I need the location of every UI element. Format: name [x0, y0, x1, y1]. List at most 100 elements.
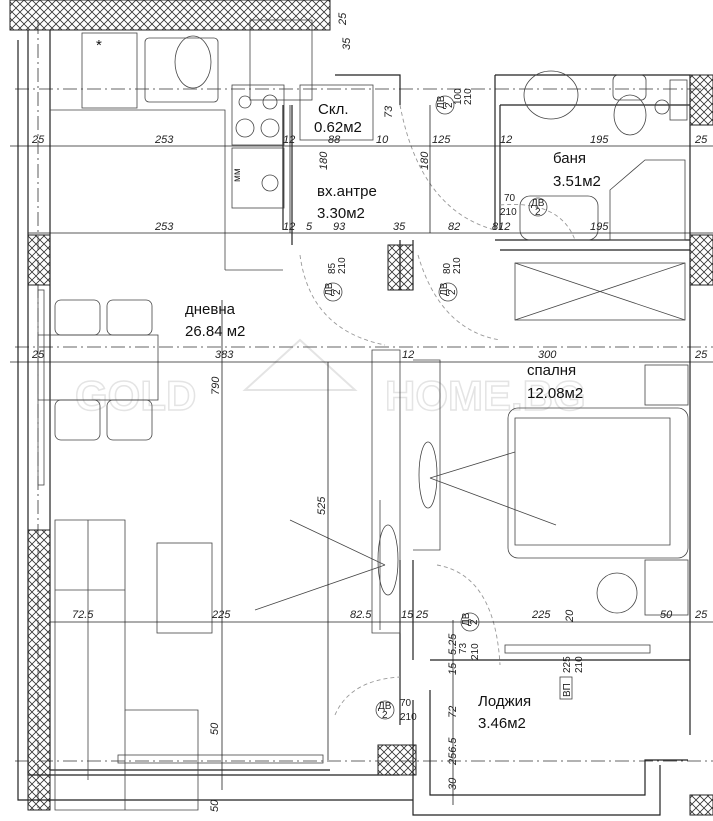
bathroom-fixtures: [519, 70, 688, 241]
dim-label: 50: [209, 799, 221, 812]
desk: [413, 359, 441, 551]
dim-label: 20: [564, 609, 576, 623]
window-living: [117, 754, 324, 764]
toilet: [613, 94, 647, 136]
svg-text:210: 210: [470, 643, 481, 660]
dim-label: 30: [447, 777, 459, 790]
dim-label: 72: [447, 706, 459, 718]
wardrobe: [514, 262, 686, 321]
washer-label: мм: [232, 168, 243, 182]
dim-label: 73: [383, 105, 395, 118]
chair: [596, 572, 638, 614]
dim-label: 72.5: [72, 609, 94, 621]
svg-text:85: 85: [327, 262, 338, 274]
washbasin: [523, 70, 579, 120]
window-sill: [504, 644, 651, 654]
dim-label: 35: [393, 221, 406, 233]
dim-label: 35: [341, 37, 353, 50]
bathtub: [519, 195, 599, 241]
dim-label: 25: [694, 134, 708, 146]
room-area-bedroom: 12.08м2: [527, 385, 583, 402]
watermark-house-icon: [242, 338, 358, 391]
nightstand: [644, 364, 689, 406]
bed: [507, 407, 689, 559]
burner-icon: [238, 95, 252, 109]
dim-label: 5.25: [447, 633, 459, 655]
coffee-table: [156, 542, 213, 634]
svg-text:2: 2: [382, 710, 388, 721]
dim-label: 25: [694, 609, 708, 621]
room-labels: Скл. 0.62м2 вх.антре 3.30м2 баня 3.51м2 …: [185, 101, 601, 732]
dim-label: 125: [432, 134, 451, 146]
storage-closet: [299, 84, 374, 141]
room-name-bathroom: баня: [553, 150, 586, 167]
dimension-labels: 25 253 12 88 10 125 12 195 25 253 12 5 9…: [31, 12, 708, 812]
room-area-living: 26.84 м2: [185, 323, 245, 340]
svg-text:225: 225: [562, 656, 573, 673]
living-furniture: [37, 299, 401, 811]
fridge: [81, 32, 138, 109]
svg-text:ДВ: ДВ: [439, 282, 450, 296]
window-living-side: [37, 289, 45, 486]
cabinet: [249, 19, 313, 101]
dim-label: 300: [538, 349, 557, 361]
door-tag: ДВ 2 70 210: [500, 193, 548, 218]
door-tag: ДВ 2 85 210: [323, 257, 348, 302]
dim-label: 12: [402, 349, 414, 361]
svg-text:ДВ: ДВ: [324, 282, 335, 296]
door-swings: [299, 104, 576, 716]
dim-label: 180: [419, 151, 431, 170]
svg-text:70: 70: [504, 193, 516, 204]
svg-text:210: 210: [337, 257, 348, 274]
dim-label: 525: [316, 496, 328, 515]
snowflake-icon: *: [96, 37, 102, 54]
dim-label: 88: [328, 134, 341, 146]
bedroom-furniture: [413, 262, 689, 654]
dim-label: 225: [211, 609, 231, 621]
svg-text:210: 210: [463, 88, 474, 105]
dim-label: 50: [660, 609, 673, 621]
dim-label: 12: [283, 134, 295, 146]
dim-label: 15: [447, 662, 459, 675]
svg-text:2: 2: [469, 619, 480, 625]
dim-label: 195: [590, 221, 609, 233]
cooktop: [231, 84, 285, 146]
structural-walls: [9, 0, 713, 816]
svg-text:ДВ: ДВ: [378, 701, 392, 712]
svg-text:ВП: ВП: [562, 683, 573, 697]
dim-label: 25: [694, 349, 708, 361]
dim-label: 195: [590, 134, 609, 146]
svg-text:2: 2: [447, 289, 458, 295]
dim-label: 25: [31, 349, 45, 361]
sofa: [54, 519, 199, 811]
door-tag: ДВ 2 100 210: [435, 88, 474, 115]
dimension-lines: [10, 105, 713, 805]
dim-label: 812: [492, 221, 510, 233]
dim-label: 93: [333, 221, 346, 233]
svg-text:100: 100: [453, 88, 464, 105]
svg-text:210: 210: [452, 257, 463, 274]
dim-label: 225: [531, 609, 551, 621]
svg-text:ДВ: ДВ: [461, 612, 472, 626]
watermark-2: HOME.BG: [385, 372, 586, 419]
svg-text:70: 70: [400, 698, 412, 709]
dim-label: 256.5: [447, 737, 459, 766]
svg-text:2: 2: [444, 102, 455, 108]
balcony-door-tag: ВП 225 210: [559, 656, 585, 700]
dim-label: 12: [283, 221, 295, 233]
door-tag: ДВ 2 73 210: [458, 612, 481, 660]
room-area-bathroom: 3.51м2: [553, 173, 601, 190]
room-area-loggia: 3.46м2: [478, 715, 526, 732]
svg-text:2: 2: [332, 289, 343, 295]
room-name-bedroom: спалня: [527, 362, 576, 379]
room-area-storage: 0.62м2: [314, 119, 362, 136]
svg-text:210: 210: [574, 656, 585, 673]
svg-text:73: 73: [458, 642, 469, 654]
dim-label: 82.5: [350, 609, 372, 621]
dim-label: 25: [337, 12, 349, 26]
room-name-hall: вх.антре: [317, 183, 377, 200]
dim-label: 253: [154, 134, 174, 146]
dim-label: 10: [376, 134, 389, 146]
room-area-hall: 3.30м2: [317, 205, 365, 222]
